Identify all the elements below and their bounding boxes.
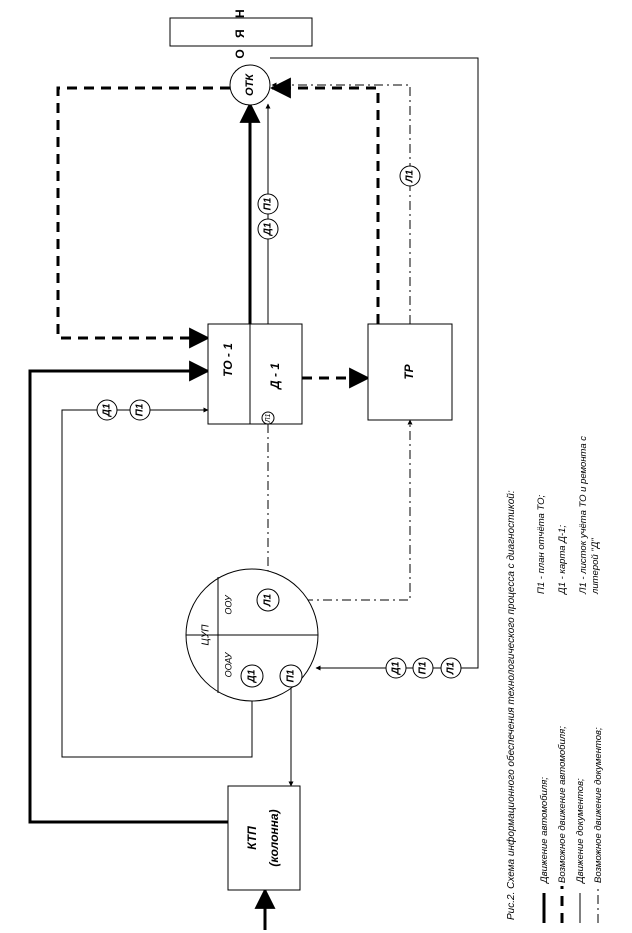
ooau-label: ООАУ (223, 651, 233, 677)
note-p1: П1 - план отчёта ТО; (536, 495, 547, 594)
possible-car-return-otk-to-to1 (56, 86, 230, 349)
otk-circle (229, 64, 271, 106)
oou-label: ООУ (223, 594, 233, 614)
note-d1: Д1 - карта Д-1; (557, 525, 568, 595)
token-p1-label: П1 (263, 197, 274, 210)
token-p1-label: П1 (135, 403, 146, 416)
token-d1-on-to1-input-line: Д1 (96, 399, 118, 421)
token-l1-on-tr-otk-line: Л1 (399, 165, 421, 187)
token-p1-in-ooau: П1 (279, 664, 303, 688)
legend-possible-document-movement-label: Возможное движение документов; (593, 727, 604, 883)
figure-caption: Рис.2. Схема информационного обеспечения… (505, 490, 517, 920)
token-p1-on-otk-cup-line: П1 (412, 657, 434, 679)
car-flow-ktp-to-to1 (28, 360, 228, 824)
token-l1-label: Л1 (263, 593, 274, 607)
cup-label: ЦУП (201, 624, 212, 646)
ktp-label-line2: (колонна) (267, 809, 281, 866)
token-l1-label: Л1 (405, 169, 416, 183)
token-d1-label: Д1 (247, 669, 258, 683)
to1-label: ТО - 1 (221, 343, 235, 377)
token-d1-on-d1-otk-line: Д1 (257, 218, 279, 240)
token-d1-label: Д1 (391, 661, 402, 675)
ktp-label-line1: КТП (245, 826, 259, 850)
legend-possible-car-movement-label: Возможное движение автомобиля; (557, 726, 568, 883)
note-l1-line1: Л1 - листок учёта ТО и ремонта с (578, 436, 589, 595)
token-d1-label: Д1 (263, 222, 274, 236)
legend-document-movement-label: Движение документов; (575, 778, 586, 884)
token-p1-on-d1-otk-line: П1 (257, 193, 279, 215)
token-l1-in-oou: Л1 (256, 588, 280, 612)
note-l1-line2: литерой "Д" (590, 538, 601, 595)
d1-label: Д - 1 (268, 363, 282, 390)
l1-small-token: Л1 (265, 414, 272, 424)
to1-d1-box (207, 323, 303, 425)
token-d1-label: Д1 (102, 403, 113, 417)
token-d1-in-ooau: Д1 (240, 664, 264, 688)
token-p1-label: П1 (418, 661, 429, 674)
otk-label: ОТК (244, 73, 256, 96)
token-p1-label: П1 (286, 669, 297, 682)
parking-box (169, 17, 313, 47)
ktp-box (227, 785, 301, 891)
token-d1-on-otk-cup-line: Д1 (385, 657, 407, 679)
possible-document-tr-to-otk (271, 82, 411, 324)
l1-small-token-circle (261, 411, 275, 425)
token-l1-label: Л1 (446, 661, 457, 675)
possible-document-oou-to-tr (285, 419, 413, 601)
token-p1-on-to1-input-line: П1 (129, 399, 151, 421)
token-l1-on-otk-cup-line: Л1 (440, 657, 462, 679)
legend-car-movement-label: Движение автомобиля; (539, 777, 550, 884)
possible-car-tr-to-otk (269, 77, 380, 324)
tr-box (367, 323, 453, 421)
tr-label: ТР (402, 363, 416, 379)
